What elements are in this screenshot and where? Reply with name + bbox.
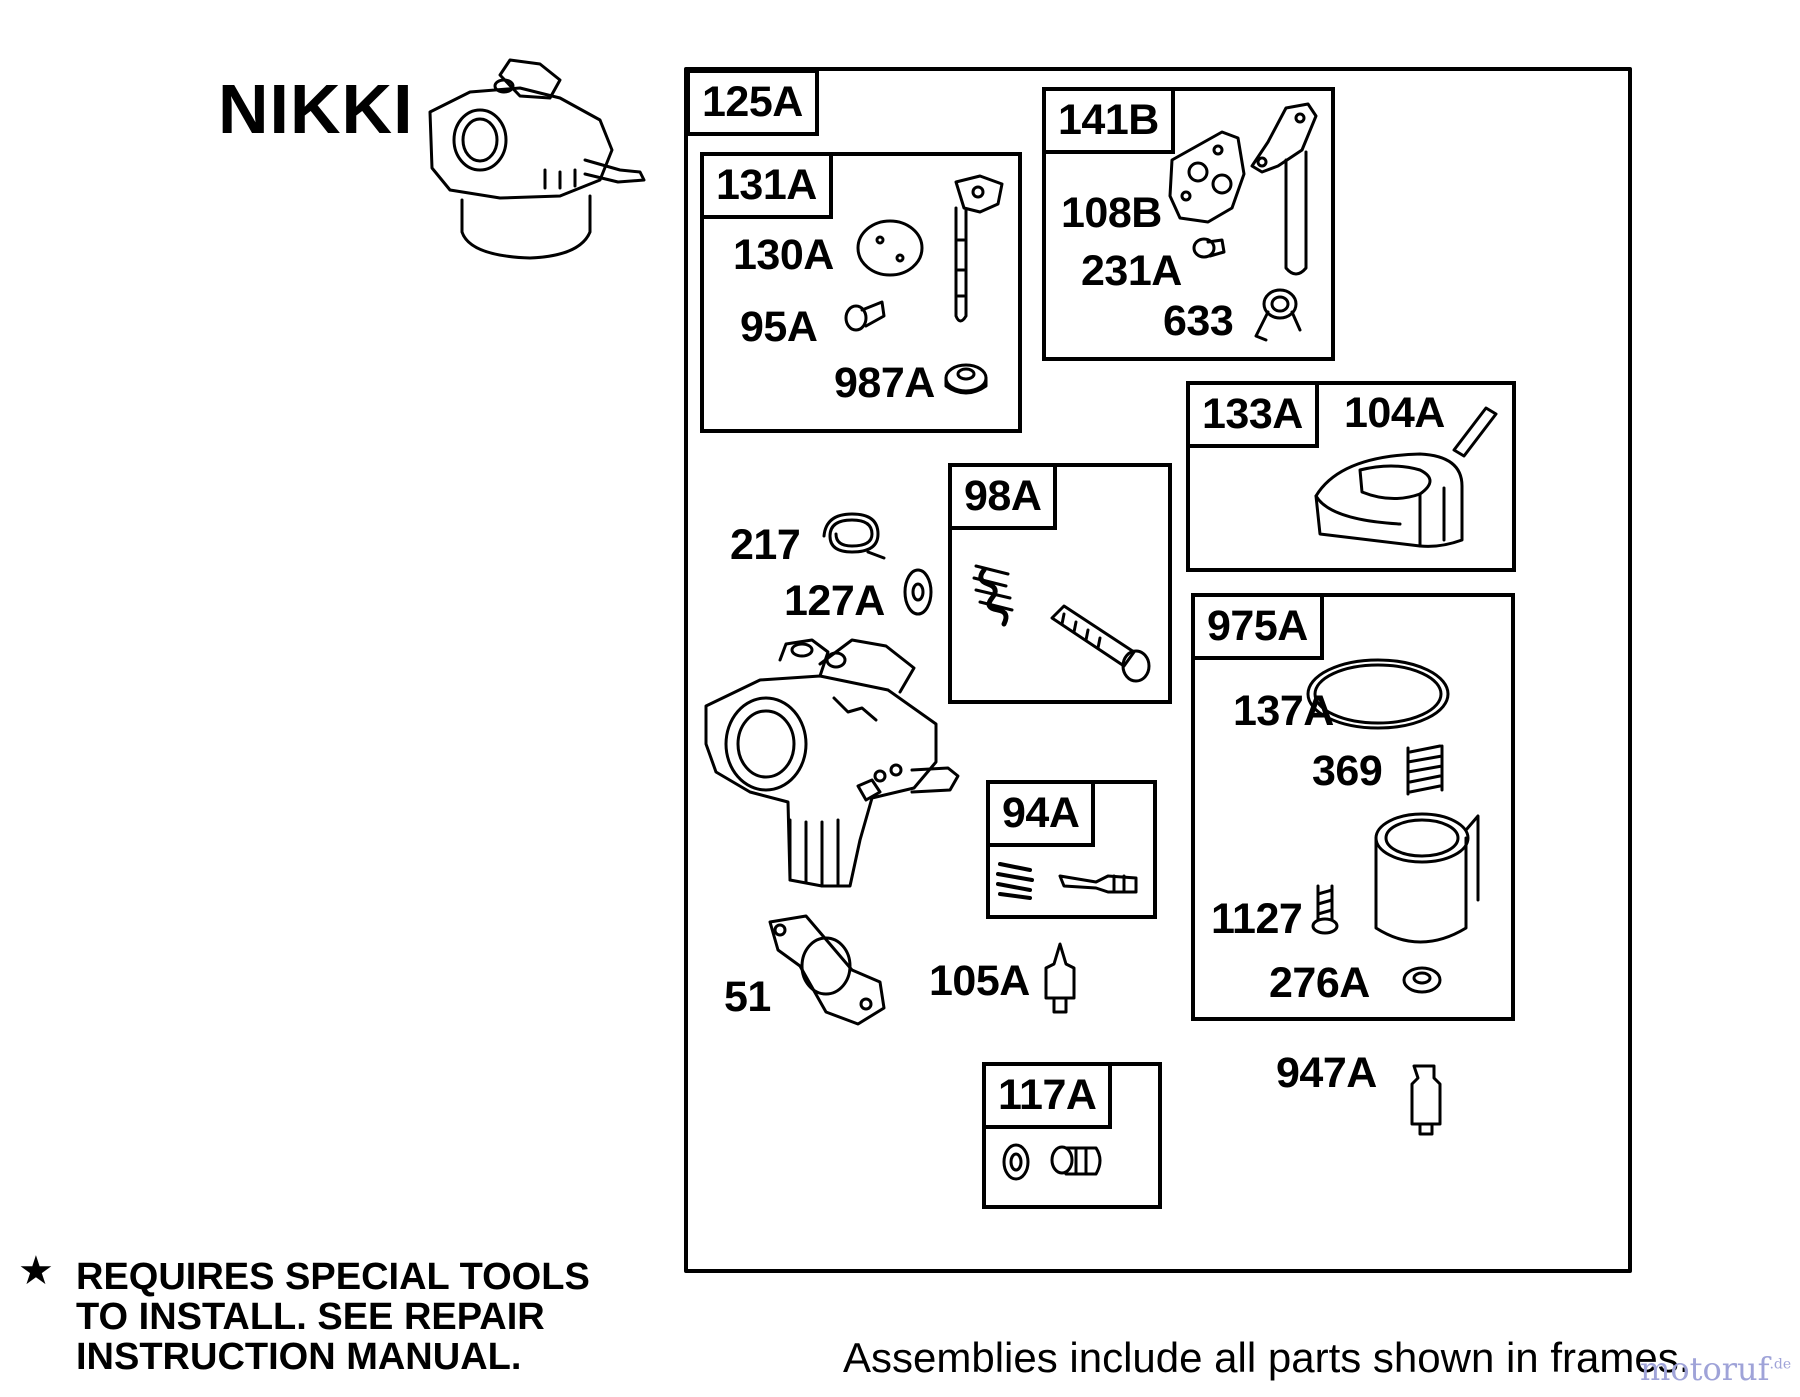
frame-tag-94A: 94A <box>986 780 1096 847</box>
idle-mixture-screw-drawing <box>972 564 1151 683</box>
part-label-231A: 231A <box>1081 247 1182 295</box>
washer-127A-drawing <box>903 568 933 616</box>
o-ring-137A-drawing <box>1306 658 1450 730</box>
washer-987A-drawing <box>944 363 988 395</box>
pin-104A-drawing <box>1452 406 1498 458</box>
part-label-127A: 127A <box>784 577 885 625</box>
frame-117A: 117A <box>982 1062 1162 1209</box>
frame-tag-133A: 133A <box>1186 381 1319 448</box>
frame-tag-98A: 98A <box>948 463 1058 530</box>
choke-shaft-drawing <box>1250 102 1318 276</box>
frame-tag-131A: 131A <box>700 152 833 219</box>
frame-125A: 125A <box>686 69 1630 1271</box>
frame-975A: 975A <box>1191 593 1515 1021</box>
frame-tag-141B: 141B <box>1042 87 1175 154</box>
throttle-shaft-drawing <box>954 174 1004 323</box>
watermark-logo: motoruf.de <box>1640 1350 1791 1388</box>
frame-94A: 94A <box>986 780 1157 919</box>
part-label-217: 217 <box>730 521 801 569</box>
frame-98A: 98A <box>948 463 1172 704</box>
frame-131A: 131A <box>700 152 1022 433</box>
frame-133A: 133A <box>1186 381 1516 572</box>
carburetor-thumbnail-drawing <box>428 58 646 260</box>
needle-94A-drawing <box>996 862 1138 900</box>
spring-633-drawing <box>1254 288 1302 342</box>
fitting-117A-drawing <box>1002 1143 1102 1181</box>
part-label-105A: 105A <box>929 957 1030 1005</box>
part-label-633: 633 <box>1163 297 1234 345</box>
spring-217-drawing <box>822 512 886 560</box>
part-label-276A: 276A <box>1269 959 1370 1007</box>
float-133A-drawing <box>1314 452 1464 548</box>
star-icon: ★ <box>18 1249 54 1293</box>
carburetor-body-drawing <box>704 638 960 888</box>
part-label-947A: 947A <box>1276 1049 1377 1097</box>
special-tools-note-text: REQUIRES SPECIAL TOOLS TO INSTALL. SEE R… <box>76 1256 590 1378</box>
watermark-suffix: .de <box>1769 1356 1792 1373</box>
fitting-947A-drawing <box>1410 1064 1442 1136</box>
frame-125A-border <box>684 67 1632 1273</box>
screw-231A-drawing <box>1192 237 1226 259</box>
part-label-987A: 987A <box>834 359 935 407</box>
frame-141B: 141B <box>1042 87 1335 361</box>
part-label-369: 369 <box>1312 747 1383 795</box>
brand-title: NIKKI <box>218 70 414 148</box>
float-bowl-drawing <box>1374 812 1480 944</box>
part-label-137A: 137A <box>1233 687 1334 735</box>
assemblies-footnote: Assemblies include all parts shown in fr… <box>843 1334 1691 1381</box>
frame-tag-975A: 975A <box>1191 593 1324 660</box>
gasket-108B-drawing <box>1168 130 1246 224</box>
watermark-text: motoruf <box>1640 1350 1770 1388</box>
part-label-1127: 1127 <box>1211 895 1303 943</box>
part-label-108B: 108B <box>1061 189 1162 237</box>
screw-1127-drawing <box>1311 884 1339 935</box>
part-label-95A: 95A <box>740 303 818 351</box>
screw-95A-drawing <box>844 300 886 332</box>
spring-369-drawing <box>1406 744 1444 796</box>
part-label-104A: 104A <box>1344 389 1445 437</box>
part-label-130A: 130A <box>733 231 834 279</box>
part-label-51: 51 <box>724 973 771 1021</box>
frame-tag-125A: 125A <box>686 69 819 136</box>
inlet-needle-105A-drawing <box>1044 942 1076 1014</box>
gasket-51-drawing <box>768 914 886 1026</box>
frame-tag-117A: 117A <box>982 1062 1113 1129</box>
washer-276A-drawing <box>1402 966 1442 994</box>
throttle-plate-drawing <box>856 219 924 277</box>
